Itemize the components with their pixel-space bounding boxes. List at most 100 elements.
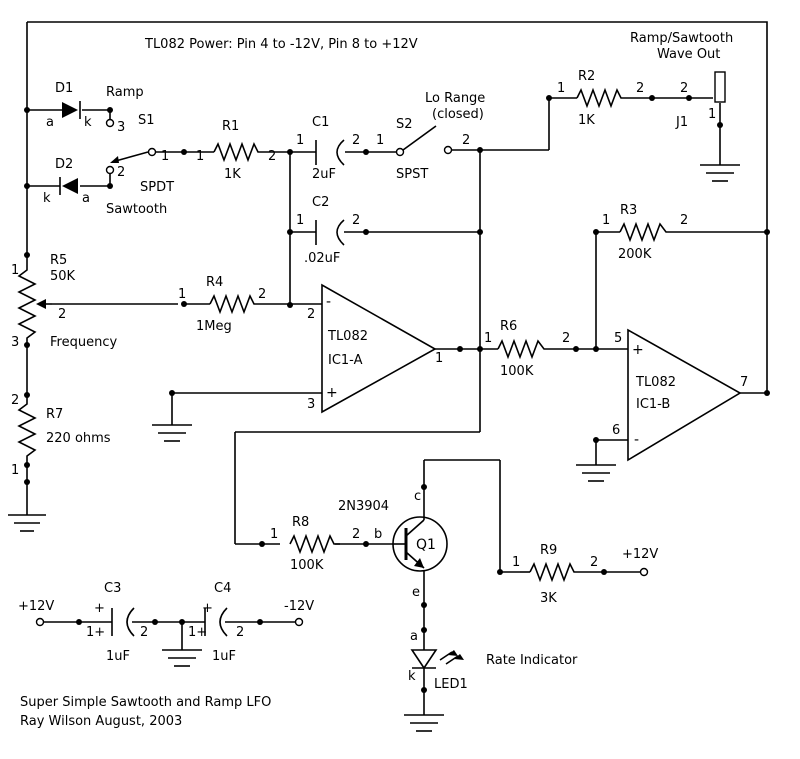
ic1a-plus: + bbox=[326, 385, 338, 401]
r5-value: 50K bbox=[50, 269, 76, 284]
r9-name: R9 bbox=[540, 543, 557, 558]
r9-pin1: 1 bbox=[512, 555, 520, 570]
r8-value: 100K bbox=[290, 558, 324, 573]
ic1a-minus: - bbox=[326, 294, 331, 310]
d1-name: D1 bbox=[55, 81, 73, 96]
r4-pin2: 2 bbox=[258, 287, 266, 302]
resistor-r8: R8 1 2 100K bbox=[270, 515, 360, 573]
r9-value: 3K bbox=[540, 591, 557, 606]
r2-pin2: 2 bbox=[636, 81, 644, 96]
capacitor-c2: C2 1 2 .02uF bbox=[296, 195, 360, 266]
q1-base: b bbox=[374, 527, 382, 542]
r5-pin2: 2 bbox=[58, 307, 66, 322]
d2-anode-label: a bbox=[82, 191, 90, 206]
ic1a-part: TL082 bbox=[327, 329, 368, 344]
c1-value: 2uF bbox=[312, 167, 336, 182]
r5-frequency-label: Frequency bbox=[50, 335, 117, 350]
ic1b-minus: - bbox=[634, 432, 639, 448]
r1-name: R1 bbox=[222, 119, 239, 134]
c4-name: C4 bbox=[214, 581, 231, 596]
wires bbox=[26, 21, 768, 715]
capacitor-c1: C1 1 2 2uF bbox=[296, 115, 360, 182]
opamp-ic1a: - + TL082 IC1-A 2 3 1 bbox=[307, 283, 443, 414]
c2-pin2: 2 bbox=[352, 213, 360, 228]
switch-s2[interactable]: Lo Range (closed) S2 1 2 SPST bbox=[376, 91, 485, 182]
s1-sawtooth-label: Sawtooth bbox=[106, 202, 167, 217]
r6-pin2: 2 bbox=[562, 331, 570, 346]
d1-cathode-label: k bbox=[84, 115, 92, 130]
r5-name: R5 bbox=[50, 253, 67, 268]
s1-ramp-label: Ramp bbox=[106, 85, 144, 100]
switch-s1[interactable]: Ramp S1 3 2 1 SPDT Sawtooth bbox=[105, 85, 174, 217]
c4-plus: + bbox=[202, 601, 213, 616]
ic1a-pin3: 3 bbox=[307, 397, 315, 412]
negative-supply-label: -12V bbox=[284, 599, 314, 614]
r4-name: R4 bbox=[206, 275, 223, 290]
resistor-r9: R9 1 2 3K +12V bbox=[512, 543, 658, 606]
c3-pin1: 1+ bbox=[86, 625, 105, 640]
output-label-line2: Wave Out bbox=[657, 47, 720, 62]
r6-value: 100K bbox=[500, 364, 534, 379]
r8-pin1: 1 bbox=[270, 527, 278, 542]
s2-range-line1: Lo Range bbox=[425, 91, 485, 106]
c3-name: C3 bbox=[104, 581, 121, 596]
s1-pin3: 3 bbox=[117, 120, 125, 135]
resistor-r3: R3 1 2 200K bbox=[602, 203, 688, 262]
diode-d2: D2 k a bbox=[43, 157, 90, 206]
c2-pin1: 1 bbox=[296, 213, 304, 228]
c1-pin2: 2 bbox=[352, 133, 360, 148]
r7-pin2: 2 bbox=[11, 393, 19, 408]
c4-value: 1uF bbox=[212, 649, 236, 664]
r3-pin2: 2 bbox=[680, 213, 688, 228]
s2-pin2: 2 bbox=[462, 133, 470, 148]
ic1b-plus: + bbox=[632, 342, 644, 358]
j1-pin2: 2 bbox=[680, 81, 688, 96]
r3-pin1: 1 bbox=[602, 213, 610, 228]
resistor-r6: R6 1 2 100K bbox=[484, 319, 570, 379]
r1-value: 1K bbox=[224, 167, 241, 182]
resistor-r4: R4 1 2 1Meg bbox=[178, 275, 266, 334]
c4-pin2: 2 bbox=[236, 625, 244, 640]
led1-name: LED1 bbox=[434, 677, 468, 692]
ground-ic1a bbox=[152, 424, 192, 442]
r8-pin2: 2 bbox=[352, 527, 360, 542]
r7-pin1: 1 bbox=[11, 463, 19, 478]
supply-terminals: +12V -12V bbox=[18, 599, 314, 627]
jack-j1: Ramp/Sawtooth Wave Out 2 1 J1 bbox=[630, 31, 733, 130]
resistor-r2: R2 1 2 1K bbox=[557, 69, 644, 128]
r5-pin1: 1 bbox=[11, 263, 19, 278]
ic1a-name: IC1-A bbox=[328, 353, 363, 368]
transistor-q1: 2N3904 c b e Q1 bbox=[338, 489, 448, 600]
r1-pin2: 2 bbox=[268, 149, 276, 164]
r6-pin1: 1 bbox=[484, 331, 492, 346]
ground-ic1b bbox=[576, 464, 616, 482]
ground-led bbox=[404, 714, 444, 732]
s1-name: S1 bbox=[138, 113, 155, 128]
led-led1: a k LED1 Rate Indicator bbox=[408, 629, 578, 692]
c2-value: .02uF bbox=[304, 251, 340, 266]
diode-d1: D1 a k bbox=[46, 81, 92, 130]
r3-value: 200K bbox=[618, 247, 652, 262]
s2-pin1: 1 bbox=[376, 133, 384, 148]
r6-name: R6 bbox=[500, 319, 517, 334]
r8-name: R8 bbox=[292, 515, 309, 530]
ic1a-pin2: 2 bbox=[307, 307, 315, 322]
s1-pin1: 1 bbox=[161, 149, 169, 164]
ic1b-pin5: 5 bbox=[614, 331, 622, 346]
ic1b-pin7: 7 bbox=[740, 375, 748, 390]
c3-value: 1uF bbox=[106, 649, 130, 664]
resistor-r7: R7 220 ohms 2 1 bbox=[11, 393, 111, 478]
c3-pin2: 2 bbox=[140, 625, 148, 640]
s1-type: SPDT bbox=[140, 180, 174, 195]
q1-emitter: e bbox=[412, 585, 420, 600]
c2-name: C2 bbox=[312, 195, 329, 210]
r9-pin2: 2 bbox=[590, 555, 598, 570]
led1-anode: a bbox=[410, 629, 418, 644]
positive-supply-label: +12V bbox=[18, 599, 54, 614]
power-note: TL082 Power: Pin 4 to -12V, Pin 8 to +12… bbox=[144, 37, 418, 52]
r2-name: R2 bbox=[578, 69, 595, 84]
s2-name: S2 bbox=[396, 117, 413, 132]
resistor-r1: R1 1 2 1K bbox=[196, 119, 276, 182]
r7-name: R7 bbox=[46, 407, 63, 422]
